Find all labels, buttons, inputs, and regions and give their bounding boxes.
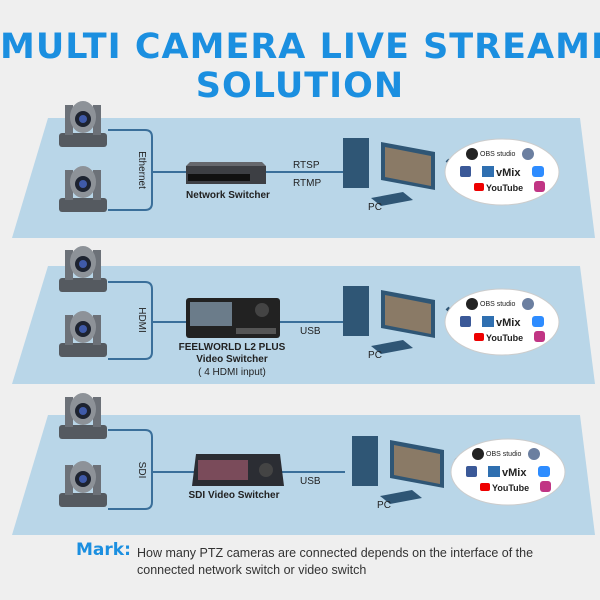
zoom-icon bbox=[538, 466, 550, 477]
ptz-camera-icon bbox=[59, 393, 107, 439]
youtube-label: YouTube bbox=[486, 333, 523, 343]
obs-icon bbox=[466, 298, 478, 310]
facebook-icon bbox=[460, 166, 471, 177]
instagram-icon bbox=[534, 181, 545, 192]
vmix-label: vMix bbox=[496, 317, 521, 329]
protocol-rtmp: RTMP bbox=[293, 178, 321, 189]
sdi-bracket bbox=[108, 429, 153, 510]
panel-sdi bbox=[12, 415, 595, 535]
instagram-icon bbox=[540, 481, 551, 492]
protocol-usb: USB bbox=[300, 326, 321, 337]
facebook-icon bbox=[466, 466, 477, 477]
panel-ethernet bbox=[12, 118, 595, 238]
vmix-icon bbox=[482, 166, 494, 177]
instagram-icon bbox=[534, 331, 545, 342]
pc-label: PC bbox=[368, 350, 382, 361]
vmix-icon bbox=[488, 466, 500, 477]
protocol-rtsp: RTSP bbox=[293, 160, 320, 171]
vmix-label: vMix bbox=[496, 167, 521, 179]
facebook-icon bbox=[460, 316, 471, 327]
device-label-line-3: ( 4 HDMI input) bbox=[198, 367, 266, 378]
vmix-label: vMix bbox=[502, 467, 527, 479]
title-line-1: MULTI CAMERA LIVE STREAMING bbox=[0, 27, 600, 67]
pc-label: PC bbox=[368, 202, 382, 213]
ptz-camera-icon bbox=[59, 311, 107, 357]
title-line-2: SOLUTION bbox=[195, 66, 405, 106]
interface-label-ethernet: Ethernet bbox=[136, 151, 147, 189]
youtube-icon bbox=[474, 333, 484, 341]
mark-label: Mark: bbox=[76, 540, 131, 560]
zoom-icon bbox=[532, 316, 544, 327]
mark-note: How many PTZ cameras are connected depen… bbox=[137, 546, 534, 577]
pc-icon bbox=[343, 286, 435, 354]
feelworld-switcher-icon bbox=[186, 298, 280, 338]
pc-icon bbox=[343, 138, 435, 206]
ptz-camera-icon bbox=[59, 166, 107, 212]
network-switcher-icon bbox=[186, 162, 266, 184]
protocol-usb: USB bbox=[300, 476, 321, 487]
hdmi-bracket bbox=[108, 281, 153, 360]
ptz-camera-icon bbox=[59, 246, 107, 292]
ethernet-bracket bbox=[108, 129, 153, 211]
pc-label: PC bbox=[377, 500, 391, 511]
ptz-camera-icon bbox=[59, 101, 107, 147]
device-label: Network Switcher bbox=[186, 190, 270, 201]
device-label: SDI Video Switcher bbox=[189, 490, 280, 501]
youtube-label: YouTube bbox=[486, 183, 523, 193]
obs-icon bbox=[472, 448, 484, 460]
device-label-line-1: FEELWORLD L2 PLUS bbox=[179, 342, 286, 353]
wirecast-icon bbox=[528, 448, 540, 460]
vmix-icon bbox=[482, 316, 494, 327]
youtube-icon bbox=[480, 483, 490, 491]
ptz-camera-icon bbox=[59, 461, 107, 507]
youtube-icon bbox=[474, 183, 484, 191]
wirecast-icon bbox=[522, 298, 534, 310]
obs-icon bbox=[466, 148, 478, 160]
wirecast-icon bbox=[522, 148, 534, 160]
interface-label-sdi: SDI bbox=[136, 462, 147, 479]
interface-label-hdmi: HDMI bbox=[136, 307, 147, 333]
device-label-line-2: Video Switcher bbox=[196, 354, 268, 365]
obs-label: OBS studio bbox=[486, 451, 522, 458]
obs-label: OBS studio bbox=[480, 151, 516, 158]
obs-label: OBS studio bbox=[480, 301, 516, 308]
youtube-label: YouTube bbox=[492, 483, 529, 493]
sdi-switcher-icon bbox=[192, 454, 284, 486]
pc-icon bbox=[352, 436, 444, 504]
panel-hdmi bbox=[12, 266, 595, 384]
zoom-icon bbox=[532, 166, 544, 177]
